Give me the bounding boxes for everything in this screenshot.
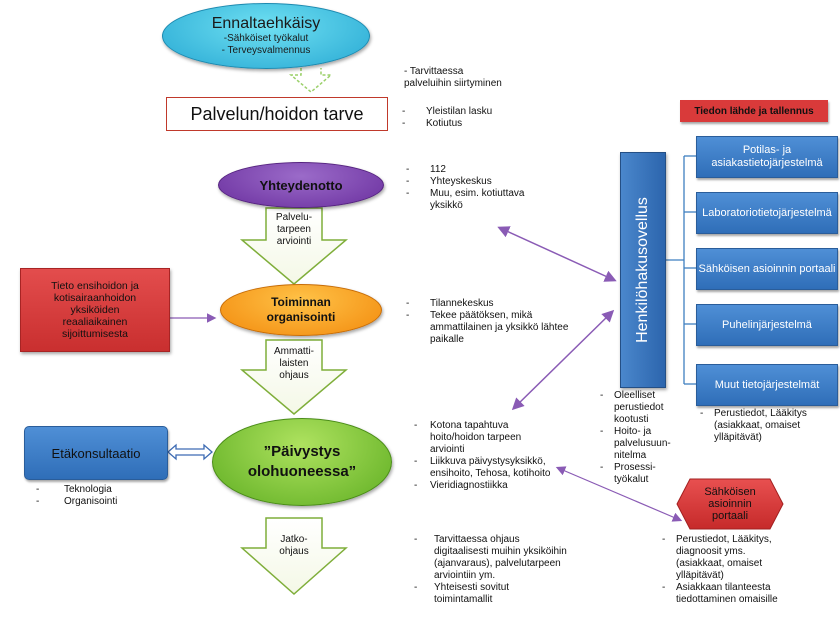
- muut-note-row: (asiakkaat, omaiset: [714, 420, 801, 431]
- portal-note-row: diagnoosit yms.: [676, 546, 746, 557]
- org-note-row: -Tekee päätöksen, mikä: [406, 310, 533, 321]
- ennaltaehkaisy-ellipse: Ennaltaehkäisy -Sähköiset työkalut - Ter…: [162, 3, 370, 69]
- jatko-note-row: digitaalisesti muihin yksiköihin: [434, 546, 567, 557]
- henk-note-row: nitelma: [614, 450, 647, 461]
- person-search-app-label: Henkilöhakusovellus: [634, 197, 651, 343]
- org-note-row: paikalle: [430, 334, 464, 345]
- jatko-note-row: toimintamallit: [434, 594, 493, 605]
- emergency-title-line2: olohuoneessa”: [247, 463, 357, 480]
- other-systems-notes: -Perustiedot, Lääkitys (asiakkaat, omais…: [700, 408, 807, 444]
- system-other: Muut tietojärjestelmät: [696, 364, 838, 406]
- system-e-services-portal: Sähköisen asioinnin portaali: [696, 248, 838, 290]
- system-phone: Puhelinjärjestelmä: [696, 304, 838, 346]
- henk-note-row: -Prosessi-: [600, 462, 656, 473]
- paiv-note-row: -Liikkuva päivystysyksikkö,: [414, 456, 546, 467]
- contact-note-row: -Yhteyskeskus: [406, 176, 492, 187]
- down-arrow-3: [240, 517, 348, 596]
- contact-note-row: yksikkö: [430, 200, 463, 211]
- paivystys-henk-link: [511, 309, 615, 411]
- arrow1-label: Palvelu- tarpeen arviointi: [275, 212, 313, 247]
- source-header: Tiedon lähde ja tallennus: [680, 100, 828, 122]
- paiv-note-row: arviointi: [430, 444, 465, 455]
- ennaltaehkaisy-line2: - Terveysvalmennus: [221, 45, 311, 56]
- organisation-title-line1: Toiminnan: [271, 295, 331, 309]
- contact-note-row: -Muu, esim. kotiuttava: [406, 188, 525, 199]
- henk-note-row: -Hoito- ja: [600, 426, 652, 437]
- person-search-notes: -Oleelliset perustiedot kootusti -Hoito-…: [600, 390, 671, 486]
- system-laboratory: Laboratoriotietojärjestelmä: [696, 192, 838, 234]
- henk-note-row: perustiedot: [614, 402, 664, 413]
- service-note-row: -Kotiutus: [402, 118, 463, 129]
- contact-notes: -112 -Yhteyskeskus -Muu, esim. kotiuttav…: [406, 164, 524, 212]
- portal-note-row: (asiakkaat, omaiset: [676, 558, 763, 569]
- realtime-info-box: Tieto ensihoidon ja kotisairaanhoidon yk…: [20, 268, 170, 352]
- service-notes: -Yleistilan lasku -Kotiutus: [402, 106, 492, 130]
- henk-note-row: palvelusuun-: [614, 438, 671, 449]
- source-header-label: Tiedon lähde ja tallennus: [694, 105, 814, 117]
- down-arrow-2: [239, 339, 349, 415]
- muut-note-row: ylläpitävät): [714, 432, 762, 443]
- contact-ellipse: Yhteydenotto: [218, 162, 384, 208]
- remote-consultation-box: Etäkonsultaatio: [24, 426, 168, 480]
- paiv-note-row: hoito/hoidon tarpeen: [430, 432, 522, 443]
- henk-note-row: työkalut: [614, 474, 649, 485]
- portal-note-row: -Asiakkaan tilanteesta: [662, 582, 771, 593]
- organisation-notes: -Tilannekeskus -Tekee päätöksen, mikä am…: [406, 298, 568, 346]
- double-arrow-etakons: [167, 443, 213, 461]
- jatko-note-row: -Yhteisesti sovitut: [414, 582, 510, 593]
- muut-note-row: -Perustiedot, Lääkitys: [700, 408, 807, 419]
- etakons-note-row: -Teknologia: [36, 484, 112, 495]
- system-patient-records: Potilas- ja asiakastietojärjestelmä: [696, 136, 838, 178]
- org-note-row: ammattilainen ja yksikkö lähtee: [430, 322, 569, 333]
- jatko-note-row: (ajanvaraus), palvelutarpeen: [434, 558, 561, 569]
- arrow2-label: Ammatti- laisten ohjaus: [274, 346, 314, 381]
- service-note-row: -Yleistilan lasku: [402, 106, 493, 117]
- portal-note-row: tiedottaminen omaisille: [676, 594, 778, 605]
- emergency-title-line1: ”Päivystys: [263, 443, 341, 460]
- top-note-line2: palveluihin siirtyminen: [404, 78, 502, 89]
- top-note: - Tarvittaessa palveluihin siirtyminen: [404, 66, 502, 90]
- ennaltaehkaisy-title: Ennaltaehkäisy: [211, 15, 321, 32]
- person-search-app-box: Henkilöhakusovellus: [620, 152, 666, 388]
- portal-note-row: -Perustiedot, Lääkitys,: [662, 534, 772, 545]
- remote-consultation-title: Etäkonsultaatio: [51, 445, 141, 461]
- portal-label: Sähköisen asioinnin portaali: [704, 486, 756, 522]
- org-note-row: -Tilannekeskus: [406, 298, 494, 309]
- dashed-down-arrow: [288, 68, 334, 93]
- paiv-note-row: -Vieridiagnostiikka: [414, 480, 508, 491]
- portal-notes: -Perustiedot, Lääkitys, diagnoosit yms. …: [662, 534, 778, 606]
- ennaltaehkaisy-line1: -Sähköiset työkalut: [223, 33, 309, 44]
- jatko-note-row: arviointiin ym.: [434, 570, 496, 581]
- service-need-box: Palvelun/hoidon tarve: [166, 97, 388, 131]
- portal-note-row: ylläpitävät): [676, 570, 724, 581]
- emergency-notes: -Kotona tapahtuva hoito/hoidon tarpeen a…: [414, 420, 550, 492]
- organisation-title-line2: organisointi: [266, 310, 336, 324]
- system-bracket: [666, 155, 696, 385]
- paivystys-portal-link: [555, 466, 683, 522]
- jatko-note-row: -Tarvittaessa ohjaus: [414, 534, 520, 545]
- contact-title: Yhteydenotto: [259, 177, 343, 193]
- henk-note-row: -Oleelliset: [600, 390, 656, 401]
- organisation-ellipse: Toiminnan organisointi: [220, 284, 382, 336]
- etakons-note-row: -Organisointi: [36, 496, 118, 507]
- follow-up-notes: -Tarvittaessa ohjaus digitaalisesti muih…: [414, 534, 567, 606]
- contact-note-row: -112: [406, 164, 446, 175]
- henk-note-row: kootusti: [614, 414, 649, 425]
- top-note-line1: - Tarvittaessa: [404, 66, 464, 77]
- service-need-title: Palvelun/hoidon tarve: [190, 103, 364, 124]
- remote-consultation-notes: -Teknologia -Organisointi: [36, 484, 117, 508]
- portal-hexagon: [676, 478, 784, 530]
- paiv-note-row: -Kotona tapahtuva: [414, 420, 509, 431]
- paiv-note-row: ensihoito, Tehosa, kotihoito: [430, 468, 551, 479]
- arrow3-label: Jatko- ohjaus: [279, 534, 309, 557]
- down-arrow-1: [239, 207, 349, 285]
- emergency-living-room-ellipse: ”Päivystys olohuoneessa”: [212, 418, 392, 506]
- contact-henk-link: [497, 226, 617, 282]
